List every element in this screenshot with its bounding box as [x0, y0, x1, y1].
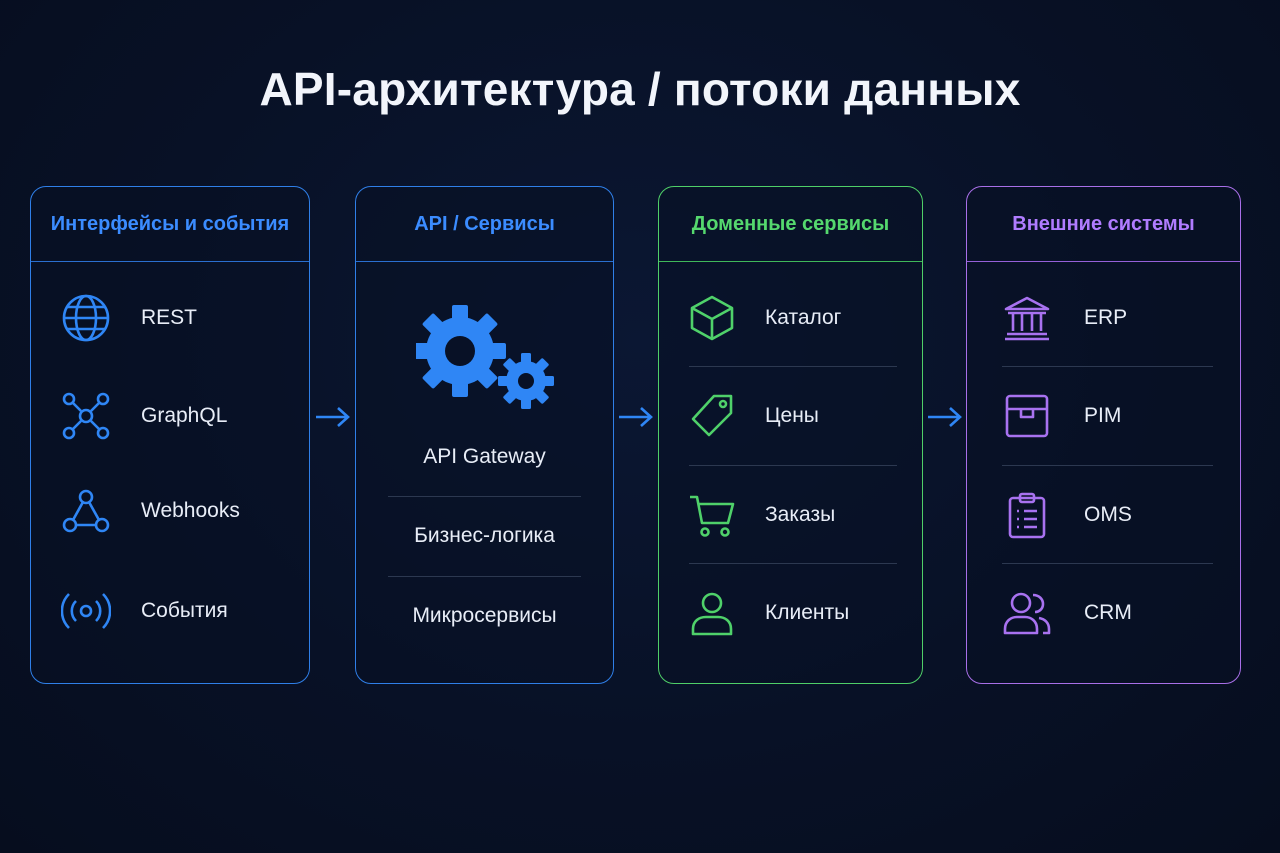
divider: [1002, 366, 1213, 367]
gears-icon: [416, 305, 554, 409]
item-label: Клиенты: [765, 601, 850, 624]
item-label: Микросервисы: [412, 604, 557, 627]
item-label: Каталог: [765, 306, 842, 329]
divider: [1002, 563, 1213, 564]
list-item-webhooks: Webhooks: [31, 481, 309, 541]
page-title: API-архитектура / потоки данных: [259, 63, 1021, 115]
cube-icon: [687, 293, 737, 343]
divider: [689, 366, 897, 367]
divider: [689, 563, 897, 564]
list-item-pim: PIM: [967, 386, 1240, 446]
item-label: OMS: [1084, 503, 1132, 526]
bank-icon: [1002, 293, 1052, 343]
list-item-crm: CRM: [967, 583, 1240, 643]
list-item-rest: REST: [31, 288, 309, 348]
broadcast-icon: [61, 586, 111, 636]
graph-nodes-icon: [61, 391, 111, 441]
cart-icon: [687, 490, 737, 540]
item-label: GraphQL: [141, 404, 228, 427]
item-label: ERP: [1084, 306, 1128, 329]
list-item-orders: Заказы: [659, 485, 922, 545]
list-item-erp: ERP: [967, 288, 1240, 348]
panel-heading: Интерфейсы и события: [31, 187, 309, 262]
panel-heading: Доменные сервисы: [659, 187, 922, 262]
item-label: Бизнес-логика: [414, 524, 555, 547]
panel-domain-services: Доменные сервисы Каталог Цены Заказы: [658, 186, 923, 684]
item-label: API Gateway: [423, 445, 546, 468]
list-item-events: События: [31, 581, 309, 641]
divider: [388, 576, 581, 577]
panel-heading: Внешние системы: [967, 187, 1240, 262]
panel-api-services: API / Сервисы: [355, 186, 614, 684]
clipboard-list-icon: [1002, 490, 1052, 540]
price-tag-icon: [687, 391, 737, 441]
panel-heading: API / Сервисы: [356, 187, 613, 262]
panel-external-systems: Внешние системы ERP PIM OMS: [966, 186, 1241, 684]
divider: [689, 465, 897, 466]
user-icon: [687, 588, 737, 638]
list-item-prices: Цены: [659, 386, 922, 446]
item-label: Заказы: [765, 503, 836, 526]
archive-box-icon: [1002, 391, 1052, 441]
users-icon: [1002, 588, 1052, 638]
list-item-clients: Клиенты: [659, 583, 922, 643]
item-label: REST: [141, 306, 198, 329]
arrow-right-icon: [928, 407, 962, 427]
panel-interfaces: Интерфейсы и события REST GraphQL Webh: [30, 186, 310, 684]
item-label: Цены: [765, 404, 819, 427]
list-item-oms: OMS: [967, 485, 1240, 545]
divider: [1002, 465, 1213, 466]
item-label: PIM: [1084, 404, 1122, 427]
arrow-right-icon: [316, 407, 350, 427]
globe-icon: [61, 293, 111, 343]
webhook-icon: [61, 486, 111, 536]
arrow-right-icon: [619, 407, 653, 427]
divider: [388, 496, 581, 497]
item-label: События: [141, 599, 228, 622]
item-label: Webhooks: [141, 499, 240, 522]
list-item-graphql: GraphQL: [31, 386, 309, 446]
item-label: CRM: [1084, 601, 1132, 624]
list-item-catalog: Каталог: [659, 288, 922, 348]
